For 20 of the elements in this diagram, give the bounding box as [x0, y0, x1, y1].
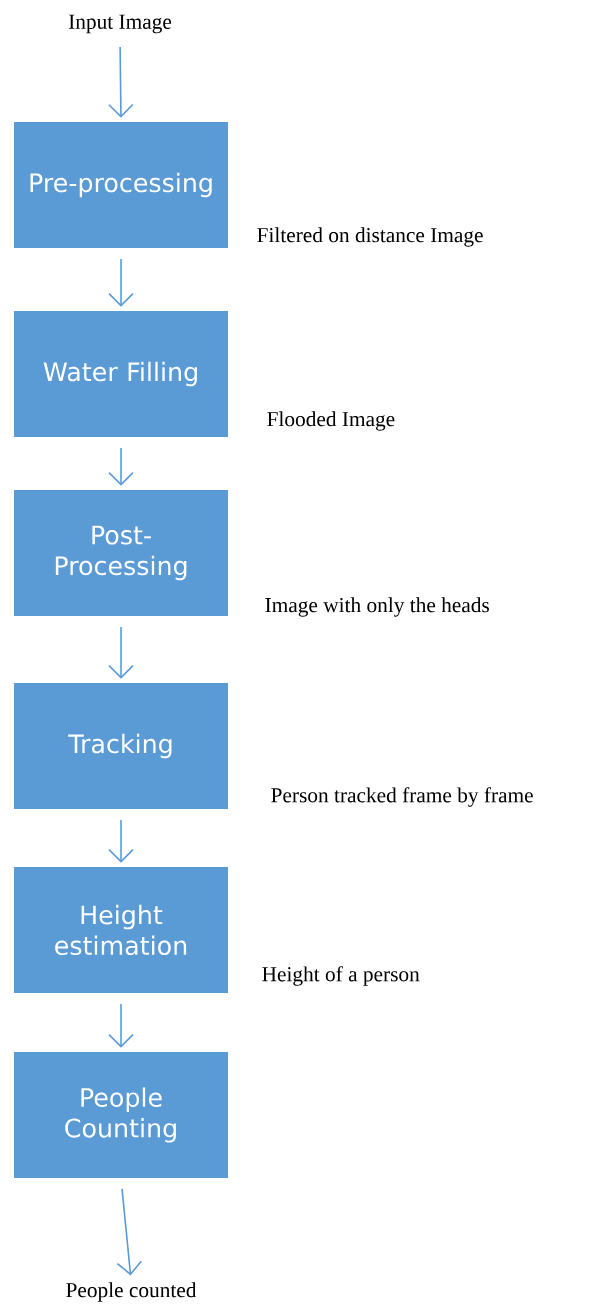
arrow: [108, 46, 134, 118]
annotation-text: Filtered on distance Image: [257, 227, 483, 247]
arrow: [108, 626, 134, 679]
arrow: [108, 258, 134, 307]
process-box: Post-Processing: [14, 490, 228, 616]
annotation-text: Flooded Image: [267, 411, 395, 431]
flow-text: People counted: [66, 1282, 197, 1302]
flow-text: Input Image: [68, 14, 172, 34]
arrow: [108, 1003, 134, 1048]
arrow: [116, 1188, 143, 1276]
arrow: [108, 447, 134, 486]
process-box: Height estimation: [14, 867, 228, 993]
annotation-text: Person tracked frame by frame: [271, 787, 533, 807]
process-box: Tracking: [14, 683, 228, 809]
process-box: Water Filling: [14, 311, 228, 437]
process-box: People Counting: [14, 1052, 228, 1178]
annotation-text: Image with only the heads: [265, 597, 489, 617]
annotation-text: Height of a person: [262, 966, 420, 986]
arrow: [108, 819, 134, 863]
process-box: Pre-processing: [14, 122, 228, 248]
